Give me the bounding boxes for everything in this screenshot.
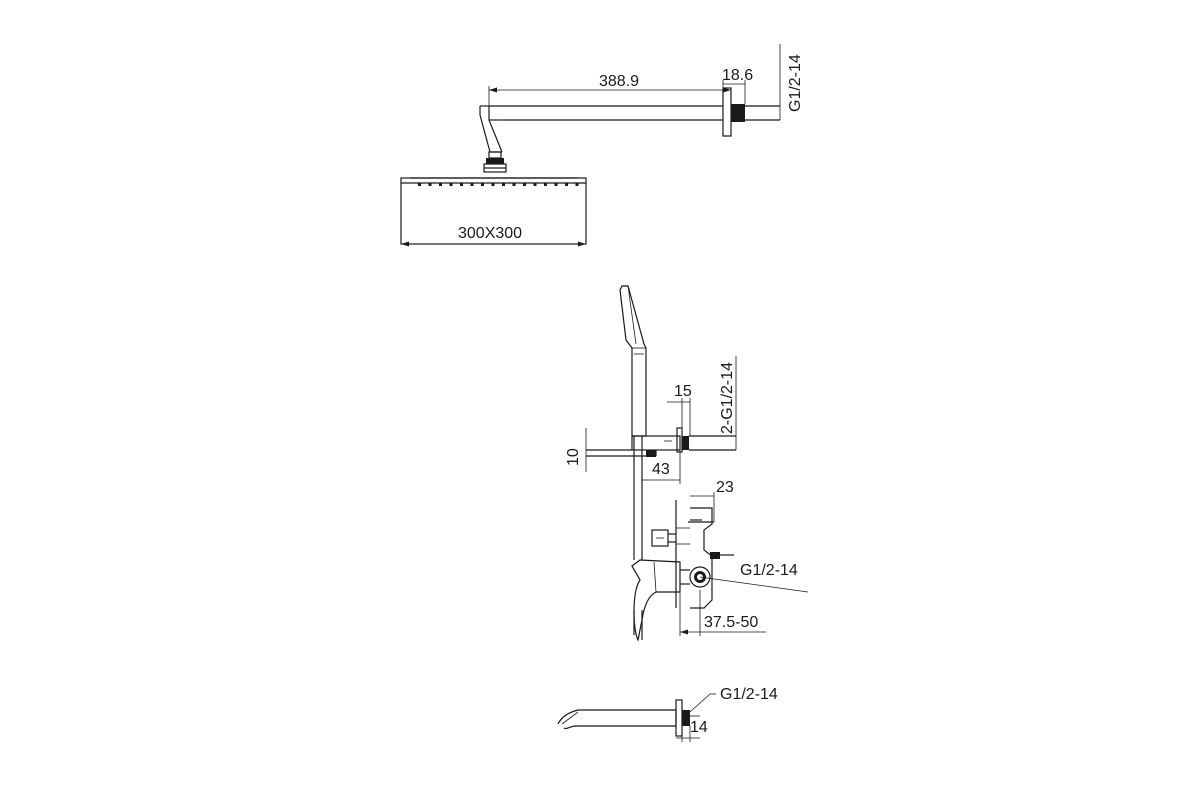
dimension-valve-depth: 23 xyxy=(690,479,734,522)
bath-spout xyxy=(557,699,700,737)
thread-dual-label: 2-G1/2-14 xyxy=(719,362,736,434)
swivel-ball-joint xyxy=(483,151,507,173)
nozzle xyxy=(512,183,516,186)
slide-width-label: 43 xyxy=(652,461,670,478)
arm-wall-flange xyxy=(722,87,780,137)
holder-depth-label: 15 xyxy=(674,383,692,400)
flange-depth-label: 18.6 xyxy=(722,67,753,84)
nozzle xyxy=(418,183,421,186)
nozzle xyxy=(449,183,453,186)
nozzle xyxy=(575,183,579,186)
dimension-spout-flange: 14 xyxy=(676,719,708,742)
dimension-slide-width: 43 xyxy=(641,450,681,484)
wall-range-label: 37.5-50 xyxy=(704,614,758,631)
nozzle xyxy=(439,183,442,186)
nozzle xyxy=(470,183,474,186)
dimension-head-size: 300X300 xyxy=(401,225,586,247)
arm-length-label: 388.9 xyxy=(599,73,639,90)
nozzle xyxy=(533,183,537,186)
dimension-slide-offset: 10 xyxy=(565,428,587,472)
bath-spout-assembly: G1/2-14 14 xyxy=(557,686,778,742)
dimension-wall-range: 37.5-50 xyxy=(679,590,766,636)
thread-top-label: G1/2-14 xyxy=(787,54,804,112)
nozzle xyxy=(565,183,568,186)
nozzle xyxy=(554,183,558,186)
thread-spout-label: G1/2-14 xyxy=(720,686,778,703)
thread-valve-label: G1/2-14 xyxy=(740,562,798,579)
hand-shower-holder xyxy=(631,427,736,453)
shower-arm xyxy=(479,105,723,153)
nozzle xyxy=(502,183,505,186)
valve-depth-label: 23 xyxy=(716,479,734,496)
hand-shower-assembly: 15 2-G1/2-14 10 43 xyxy=(565,285,809,642)
slide-rail xyxy=(633,436,643,640)
dimension-thread-dual: 2-G1/2-14 xyxy=(719,356,737,450)
head-size-label: 300X300 xyxy=(458,225,522,242)
rain-shower-assembly: 388.9 18.6 G1/2-14 300X300 xyxy=(400,44,804,247)
mixer-valve xyxy=(651,500,734,609)
nozzle xyxy=(481,183,484,186)
slide-offset-label: 10 xyxy=(565,448,582,466)
nozzle xyxy=(460,183,463,186)
mixer-lever-handle xyxy=(631,559,681,642)
dimension-thread-spout: G1/2-14 xyxy=(689,686,778,713)
dimension-arm-length: 388.9 xyxy=(488,73,731,106)
hand-shower xyxy=(619,285,647,437)
nozzle xyxy=(491,183,495,186)
dimension-flange-depth: 18.6 xyxy=(722,67,753,104)
nozzle xyxy=(523,183,526,186)
dimension-thread-top: G1/2-14 xyxy=(779,44,804,120)
dimension-holder-depth: 15 xyxy=(667,383,692,436)
nozzle xyxy=(544,183,547,186)
nozzle xyxy=(428,183,432,186)
dimension-thread-valve: G1/2-14 xyxy=(699,562,809,593)
slide-bracket xyxy=(586,449,657,457)
spout-flange-label: 14 xyxy=(690,719,708,736)
